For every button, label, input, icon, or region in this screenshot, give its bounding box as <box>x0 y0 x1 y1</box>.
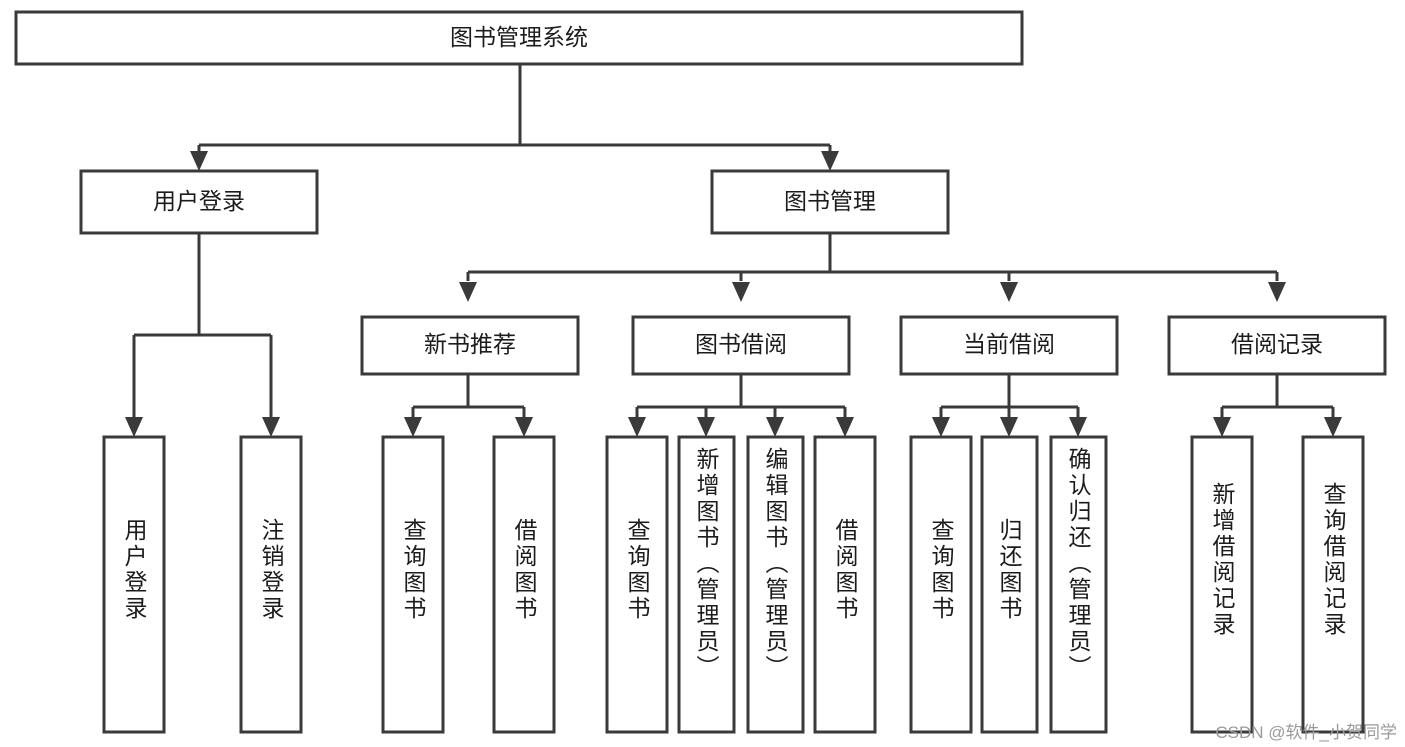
node-borrow-record[interactable]: 借阅记录 <box>1167 315 1387 376</box>
arrow-leaf-add-book <box>697 417 715 437</box>
node-root-label: 图书管理系统 <box>450 24 588 50</box>
leaf-borrow-book-recommend[interactable]: 借阅图书 <box>492 435 556 734</box>
leaf-add-borrow-record-box <box>1190 435 1254 734</box>
leaf-edit-book-box <box>746 435 805 734</box>
leaf-query-borrow-record-box <box>1301 435 1365 734</box>
connector-layer <box>125 64 1342 437</box>
leaf-user-login-label: 用户登录 <box>121 518 148 622</box>
node-book-management[interactable]: 图书管理 <box>710 169 950 235</box>
node-borrow-record-label: 借阅记录 <box>1231 331 1323 357</box>
leaf-borrow-book-recommend-label: 借阅图书 <box>511 518 538 622</box>
leaf-query-book-current-box <box>909 435 973 734</box>
leaf-query-book-recommend[interactable]: 查询图书 <box>381 435 445 734</box>
node-current-borrow-box <box>899 315 1119 376</box>
arrow-leaf-query-book-2 <box>628 417 646 437</box>
node-current-borrow[interactable]: 当前借阅 <box>899 315 1119 376</box>
leaf-return-book[interactable]: 归还图书 <box>980 435 1039 734</box>
arrow-leaf-user-login <box>125 417 143 437</box>
node-user-login[interactable]: 用户登录 <box>79 169 319 235</box>
node-book-borrow-box <box>631 315 851 376</box>
node-book-borrow[interactable]: 图书借阅 <box>631 315 851 376</box>
node-new-book-recommend-label: 新书推荐 <box>424 331 516 357</box>
leaf-add-book-label: 新增图书（管理员） <box>693 447 720 681</box>
leaf-query-book-current[interactable]: 查询图书 <box>909 435 973 734</box>
leaf-add-book-box <box>677 435 736 734</box>
node-borrow-record-box <box>1167 315 1387 376</box>
leaf-return-book-box <box>980 435 1039 734</box>
leaf-borrow-book-box <box>813 435 877 734</box>
node-new-book-recommend[interactable]: 新书推荐 <box>360 315 580 376</box>
arrow-leaf-return-book <box>1000 417 1018 437</box>
leaf-query-borrow-record[interactable]: 查询借阅记录 <box>1301 435 1365 734</box>
leaf-confirm-return-label: 确认归还（管理员） <box>1065 447 1092 681</box>
leaf-query-book-borrow[interactable]: 查询图书 <box>605 435 669 734</box>
leaf-borrow-book[interactable]: 借阅图书 <box>813 435 877 734</box>
leaf-user-login[interactable]: 用户登录 <box>102 435 166 734</box>
node-new-book-recommend-box <box>360 315 580 376</box>
leaf-query-book-recommend-label: 查询图书 <box>400 518 427 622</box>
arrow-leaf-query-record <box>1324 417 1342 437</box>
leaf-borrow-book-recommend-box <box>492 435 556 734</box>
node-book-management-label: 图书管理 <box>784 188 876 214</box>
node-book-management-box <box>710 169 950 235</box>
leaf-add-borrow-record[interactable]: 新增借阅记录 <box>1190 435 1254 734</box>
leaf-confirm-return[interactable]: 确认归还（管理员） <box>1049 435 1108 734</box>
arrow-user-login <box>190 151 208 171</box>
leaf-query-book-borrow-label: 查询图书 <box>624 518 651 622</box>
arrow-leaf-query-book-3 <box>932 417 950 437</box>
arrow-leaf-confirm-return <box>1069 417 1087 437</box>
leaf-logout-label: 注销登录 <box>258 518 285 622</box>
arrow-leaf-edit-book <box>766 417 784 437</box>
arrow-borrow-record <box>1268 282 1286 302</box>
node-current-borrow-label: 当前借阅 <box>963 331 1055 357</box>
leaf-return-book-label: 归还图书 <box>996 518 1023 622</box>
arrow-new-book <box>459 282 477 302</box>
node-root-box <box>14 10 1024 66</box>
leaf-query-book-borrow-box <box>605 435 669 734</box>
leaf-logout-box <box>239 435 303 734</box>
arrow-leaf-add-record <box>1213 417 1231 437</box>
leaf-edit-book-label: 编辑图书（管理员） <box>762 447 789 681</box>
leaf-edit-book[interactable]: 编辑图书（管理员） <box>746 435 805 734</box>
leaf-query-book-recommend-box <box>381 435 445 734</box>
leaf-add-borrow-record-label: 新增借阅记录 <box>1209 482 1236 638</box>
arrow-book-manage <box>821 151 839 171</box>
leaf-query-book-current-label: 查询图书 <box>928 518 955 622</box>
leaf-borrow-book-label: 借阅图书 <box>832 518 859 622</box>
arrow-leaf-borrow-book-2 <box>836 417 854 437</box>
node-user-login-label: 用户登录 <box>153 188 245 214</box>
arrow-leaf-query-book-1 <box>404 417 422 437</box>
csdn-watermark: CSDN @软件_小贺同学 <box>1215 723 1397 742</box>
arrow-leaf-logout <box>262 417 280 437</box>
node-book-borrow-label: 图书借阅 <box>695 331 787 357</box>
node-root-system[interactable]: 图书管理系统 <box>14 10 1024 66</box>
leaf-user-login-box <box>102 435 166 734</box>
node-user-login-box <box>79 169 319 235</box>
arrow-book-borrow <box>732 282 750 302</box>
arrow-leaf-borrow-book-1 <box>515 417 533 437</box>
leaf-add-book[interactable]: 新增图书（管理员） <box>677 435 736 734</box>
leaf-query-borrow-record-label: 查询借阅记录 <box>1320 482 1347 638</box>
leaf-logout[interactable]: 注销登录 <box>239 435 303 734</box>
arrow-current-borrow <box>1000 282 1018 302</box>
leaf-confirm-return-box <box>1049 435 1108 734</box>
